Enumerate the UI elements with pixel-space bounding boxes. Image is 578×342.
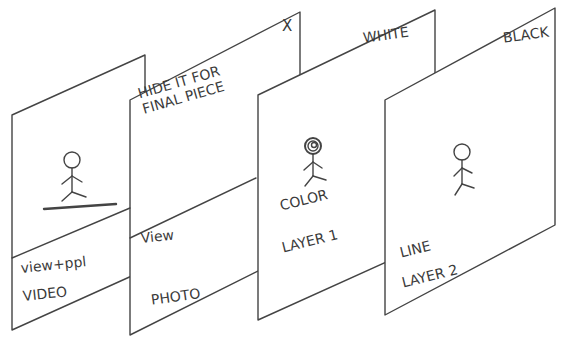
stick-figure (304, 138, 326, 186)
panel-shape (385, 8, 555, 315)
layer-panel: view+pplVIDEO (12, 55, 145, 330)
panel-label: X (282, 18, 302, 35)
panel-shape (12, 55, 145, 330)
panel-divider (12, 208, 130, 258)
stick-figure (62, 152, 86, 201)
panel-outline (385, 8, 555, 315)
stick-figure (454, 144, 474, 195)
layer-panel: BLACKLINELAYER 2 (385, 8, 555, 315)
panel-divider (130, 178, 256, 238)
ground-line (44, 204, 116, 209)
